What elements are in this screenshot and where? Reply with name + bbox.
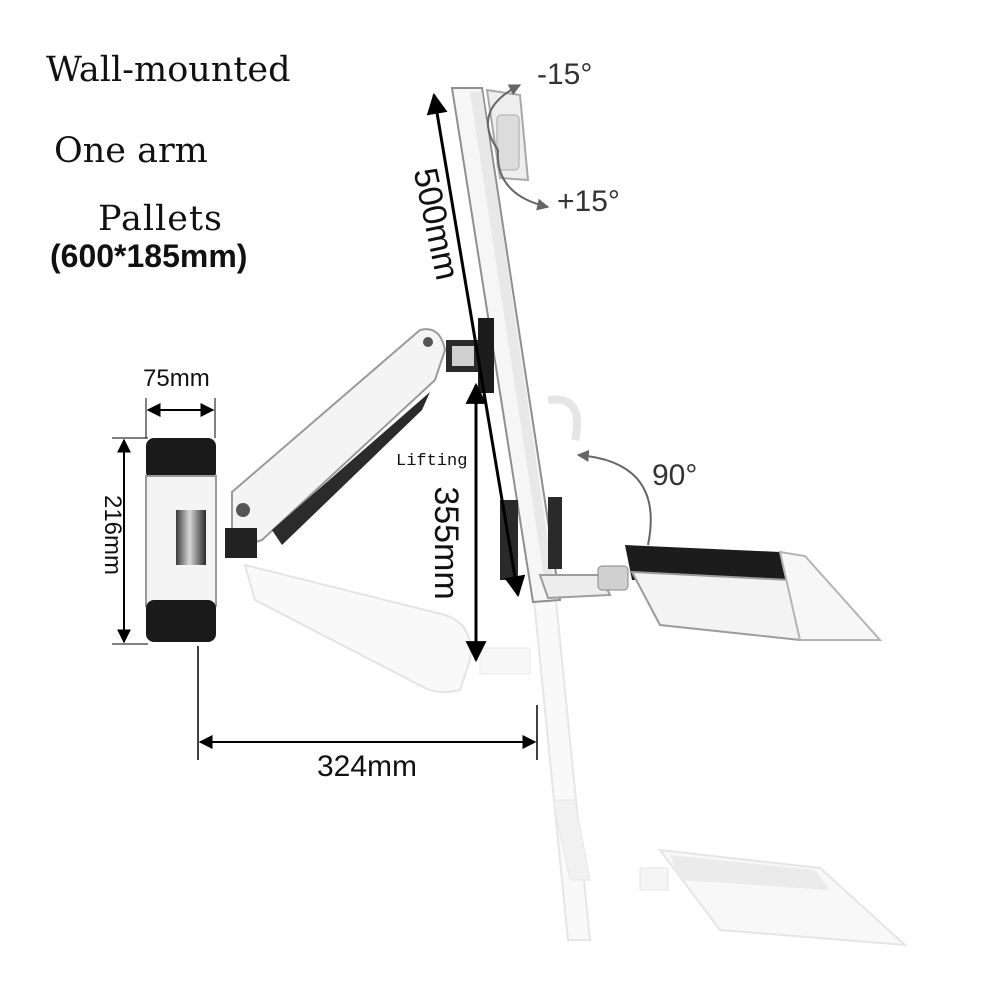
ghost-monitor-frame [531, 589, 908, 947]
lift-range-label: 355mm [427, 486, 465, 600]
ghost-tray-link [547, 395, 582, 441]
lifting-label: Lifting [396, 452, 468, 471]
tilt-down-label: +15° [557, 185, 620, 218]
rotation-arrow [576, 449, 652, 546]
rotation-label: 90° [652, 459, 698, 492]
height-dimension-line [426, 92, 526, 598]
vesa-joint [446, 318, 494, 393]
upper-arm [225, 328, 447, 558]
arm-count-label: One arm [54, 131, 208, 171]
pallets-label: Pallets [98, 199, 223, 239]
mount-type-label: Wall-mounted [46, 50, 291, 90]
plate-width-label: 75mm [143, 365, 210, 392]
pallet-size-label: (600*185mm) [50, 238, 248, 274]
wall-plate [145, 438, 217, 642]
ghost-lower-arm [243, 563, 531, 694]
plate-height-label: 216mm [99, 494, 126, 576]
tilt-up-label: -15° [537, 58, 593, 91]
reach-label: 324mm [317, 750, 418, 783]
